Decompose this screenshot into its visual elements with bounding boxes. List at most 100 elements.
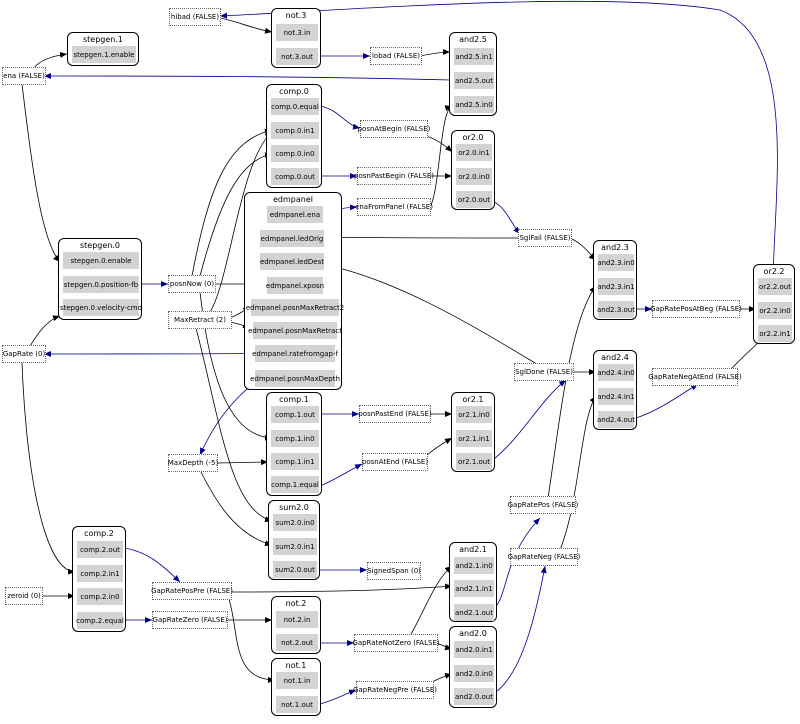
pin-comp-0-equal[interactable]: comp.0.equal xyxy=(271,98,319,115)
pin-and2-1-in0[interactable]: and2.1.in0 xyxy=(454,557,494,574)
signal-ena[interactable]: ena (FALSE) xyxy=(2,67,46,85)
component-not-1: not.1 not.1.in not.1.out xyxy=(271,658,321,716)
pin-or2-2-in0[interactable]: or2.2.in0 xyxy=(758,302,792,319)
signal-enaFromPanel[interactable]: enaFromPanel (FALSE) xyxy=(355,198,433,216)
pin-sum2-0-in1[interactable]: sum2.0.in1 xyxy=(273,538,317,555)
signal-GapRateNegAtEnd[interactable]: GapRateNegAtEnd (FALSE) xyxy=(648,368,742,386)
pin-edmpanel-xposn[interactable]: edmpanel.xposn xyxy=(266,277,324,294)
signal-posnPastEnd[interactable]: posnPastEnd (FALSE) xyxy=(358,405,432,423)
pin-or2-0-in0[interactable]: or2.0.in0 xyxy=(456,168,492,185)
signal-SglFail[interactable]: SglFail (FALSE) xyxy=(518,229,572,247)
edge-GapRateNeg-and24in1 xyxy=(559,395,597,551)
pin-edmpanel-ena[interactable]: edmpanel.ena xyxy=(267,206,323,223)
pin-and2-5-in1[interactable]: and2.5.in1 xyxy=(454,48,494,65)
pin-comp-2-equal[interactable]: comp.2.equal xyxy=(76,612,124,629)
pin-not-2-out[interactable]: not.2.out xyxy=(276,634,318,651)
pin-comp-1-in1[interactable]: comp.1.in1 xyxy=(271,453,319,470)
pin-and2-3-in1[interactable]: and2.3.in1 xyxy=(597,278,635,295)
signal-posnPastBegin[interactable]: posnPastBegin (FALSE) xyxy=(354,167,434,185)
pin-sum2-0-out[interactable]: sum2.0.out xyxy=(273,561,317,578)
pin-and2-1-in1[interactable]: and2.1.in1 xyxy=(454,580,494,597)
signal-GapRatePosPre[interactable]: GapRatePosPre (FALSE) xyxy=(151,582,233,600)
signal-GapRatePos[interactable]: GapRatePos (FALSE) xyxy=(508,496,578,514)
pin-or2-0-out[interactable]: or2.0.out xyxy=(456,191,492,208)
pin-not-1-in[interactable]: not.1.in xyxy=(276,672,318,689)
pin-comp-1-equal[interactable]: comp.1.equal xyxy=(271,476,319,493)
component-title: and2.3 xyxy=(601,243,629,252)
signal-SignedSpan[interactable]: SignedSpan (0) xyxy=(367,562,421,580)
signal-posnAtEnd[interactable]: posnAtEnd (FALSE) xyxy=(362,453,428,471)
pin-and2-5-out[interactable]: and2.5.out xyxy=(454,72,494,89)
pin-or2-2-out[interactable]: or2.2.out xyxy=(758,278,792,295)
pin-and2-0-out[interactable]: and2.0.out xyxy=(454,688,494,705)
pin-and2-1-out[interactable]: and2.1.out xyxy=(454,604,494,621)
pin-edmpanel-posnMaxRetract[interactable]: edmpanel.posnMaxRetract xyxy=(248,322,342,339)
pin-stepgen-1-enable[interactable]: stepgen.1.enable xyxy=(72,46,136,63)
component-or2-2: or2.2 or2.2.out or2.2.in0 or2.2.in1 xyxy=(753,264,795,344)
signal-lobad[interactable]: lobad (FALSE) xyxy=(370,47,422,65)
signal-SglDone[interactable]: SglDone (FALSE) xyxy=(514,363,574,381)
signal-GapRatePosAtBeg[interactable]: GapRatePosAtBeg (FALSE) xyxy=(650,300,742,318)
pin-and2-4-in0[interactable]: and2.4.in0 xyxy=(597,364,635,381)
edge-SglFail-edmpanelledOrig xyxy=(321,234,521,241)
signal-zeroid[interactable]: zeroid (0) xyxy=(5,587,43,605)
signal-posnAtBegin[interactable]: posnAtBegin (FALSE) xyxy=(358,120,430,138)
pin-edmpanel-posnMaxDepth[interactable]: edmpanel.posnMaxDepth xyxy=(250,370,340,387)
component-title: or2.2 xyxy=(763,267,785,276)
signal-GapRateZero[interactable]: GapRateZero (FALSE) xyxy=(152,611,228,629)
pin-edmpanel-ledDest[interactable]: edmpanel.ledDest xyxy=(260,253,324,270)
component-and2-3: and2.3 and2.3.in0 and2.3.in1 and2.3.out xyxy=(593,240,637,320)
pin-not-1-out[interactable]: not.1.out xyxy=(276,696,318,713)
pin-comp-1-out[interactable]: comp.1.out xyxy=(271,406,319,423)
pin-comp-2-out[interactable]: comp.2.out xyxy=(77,541,123,558)
pin-comp-2-in1[interactable]: comp.2.in1 xyxy=(77,565,123,582)
pin-sum2-0-in0[interactable]: sum2.0.in0 xyxy=(273,514,317,531)
pin-comp-1-in0[interactable]: comp.1.in0 xyxy=(271,430,319,447)
pin-stepgen-0-enable[interactable]: stepgen.0.enable xyxy=(63,252,139,269)
pin-and2-4-in1[interactable]: and2.4.in1 xyxy=(597,388,635,405)
pin-comp-2-in0[interactable]: comp.2.in0 xyxy=(77,588,123,605)
pin-or2-1-in0[interactable]: or2.1.in0 xyxy=(456,406,492,423)
pin-and2-0-in1[interactable]: and2.0.in1 xyxy=(454,641,494,658)
pin-or2-2-in1[interactable]: or2.2.in1 xyxy=(758,325,792,342)
pin-or2-1-out[interactable]: or2.1.out xyxy=(456,453,492,470)
pin-edmpanel-ratefromgap-f[interactable]: edmpanel.ratefromgap-f xyxy=(252,345,338,362)
pin-comp-0-in1[interactable]: comp.0.in1 xyxy=(271,122,319,139)
edge-GapRatePosPre-not1in xyxy=(227,595,276,683)
edge-and20out-GapRateNeg xyxy=(489,565,547,697)
pin-stepgen-0-position-fb[interactable]: stepgen.0.position-fb xyxy=(63,276,139,293)
pin-comp-0-in0[interactable]: comp.0.in0 xyxy=(271,145,319,162)
pin-and2-4-out[interactable]: and2.4.out xyxy=(597,411,635,428)
edge-MaxRetract-sum20in0 xyxy=(195,327,273,523)
pin-edmpanel-ledOrig[interactable]: edmpanel.ledOrig xyxy=(260,230,324,247)
edge-enaFromPanel-and25in0 xyxy=(429,105,453,208)
pin-or2-0-in1[interactable]: or2.0.in1 xyxy=(456,144,492,161)
pin-and2-5-in0[interactable]: and2.5.in0 xyxy=(454,96,494,113)
signal-GapRateNotZero[interactable]: GapRateNotZero (FALSE) xyxy=(352,634,440,652)
pin-not-3-in[interactable]: not.3.in xyxy=(276,24,318,41)
pin-or2-1-in1[interactable]: or2.1.in1 xyxy=(456,430,492,447)
pin-comp-0-out[interactable]: comp.0.out xyxy=(271,168,319,185)
component-not-2: not.2 not.2.in not.2.out xyxy=(271,596,321,654)
pin-and2-0-in0[interactable]: and2.0.in0 xyxy=(454,665,494,682)
signal-posnNow[interactable]: posnNow (0) xyxy=(168,275,216,293)
signal-MaxDepth[interactable]: MaxDepth (-5) xyxy=(168,454,218,472)
component-stepgen-1: stepgen.1 stepgen.1.enable xyxy=(67,32,139,66)
edge-comp0equal-posnAtBegin xyxy=(319,105,361,130)
signal-MaxRetract[interactable]: MaxRetract (2) xyxy=(168,311,232,329)
component-title: comp.2 xyxy=(84,529,114,538)
edge-comp2out-GapRatePosPre xyxy=(123,547,181,583)
pin-and2-3-out[interactable]: and2.3.out xyxy=(597,301,635,318)
component-or2-0: or2.0 or2.0.in1 or2.0.in0 or2.0.out xyxy=(451,130,495,210)
pin-not-2-in[interactable]: not.2.in xyxy=(276,611,318,628)
signal-GapRateNegPre[interactable]: GapRateNegPre (FALSE) xyxy=(353,681,437,699)
signal-hibad[interactable]: hibad (FALSE) xyxy=(169,8,221,26)
signal-GapRateNeg[interactable]: GapRateNeg (FALSE) xyxy=(508,548,580,566)
pin-and2-3-in0[interactable]: and2.3.in0 xyxy=(597,254,635,271)
pin-not-3-out[interactable]: not.3.out xyxy=(276,48,318,65)
pin-stepgen-0-velocity-cmd[interactable]: stepgen.0.velocity-cmd xyxy=(60,299,142,316)
pin-edmpanel-posnMaxRetract2[interactable]: edmpanel.posnMaxRetract2 xyxy=(246,299,344,316)
signal-GapRate[interactable]: GapRate (0) xyxy=(2,345,46,363)
